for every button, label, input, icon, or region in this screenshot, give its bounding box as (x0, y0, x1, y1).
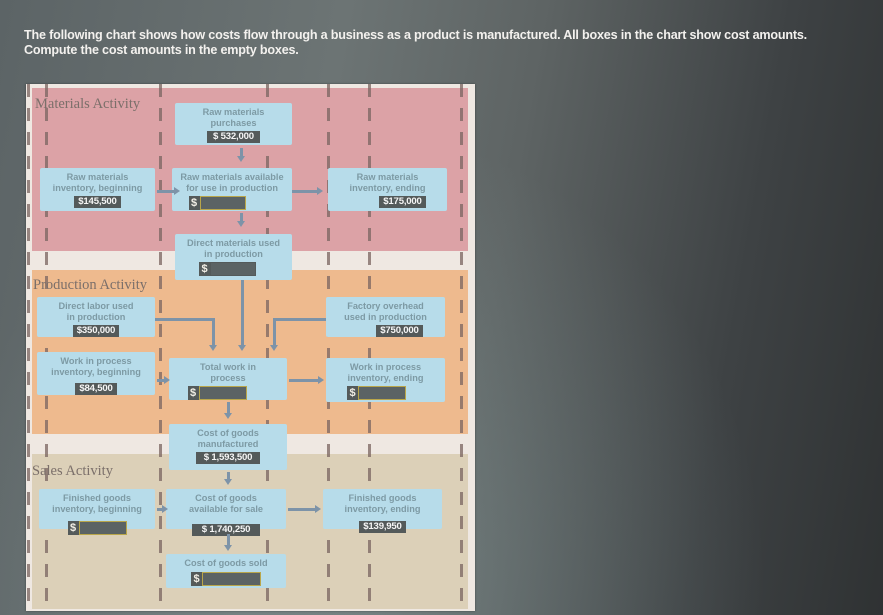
arrow-right-icon (289, 376, 324, 384)
dollar-sign: $ (67, 521, 79, 535)
arrow-right-icon (157, 187, 180, 195)
wip-beginning-value: $84,500 (75, 383, 117, 395)
cost-of-goods-sold-box: Cost of goods sold $ (166, 554, 286, 588)
arrow-down-icon (224, 402, 232, 419)
arrow-down-icon (224, 472, 232, 485)
connector-line (273, 318, 326, 321)
sales-activity-title: Sales Activity (32, 463, 113, 479)
ruled-line (460, 84, 463, 611)
raw-materials-purchases-value: $ 532,000 (207, 131, 260, 143)
dollar-sign: $ (188, 196, 200, 210)
total-wip-input[interactable] (198, 386, 247, 400)
wip-ending-input[interactable] (358, 386, 406, 400)
arrow-right-icon (288, 505, 321, 513)
cost-of-goods-sold-input[interactable] (202, 572, 261, 586)
cost-flow-chart: Materials Activity Production Activity S… (26, 84, 475, 611)
fg-ending-value: $139,950 (359, 521, 406, 533)
ruled-line (266, 84, 269, 611)
raw-materials-beginning-value: $145,500 (74, 196, 121, 208)
arrow-down-icon (237, 213, 245, 227)
materials-activity-title: Materials Activity (35, 96, 141, 112)
ruled-line (45, 84, 48, 611)
arrow-right-icon (157, 505, 168, 513)
arrow-down-icon (270, 318, 278, 351)
direct-labor-value: $350,000 (72, 325, 120, 337)
arrow-down-icon (238, 280, 246, 351)
instructions-line-1: The following chart shows how costs flow… (24, 28, 807, 42)
ruled-line (368, 84, 371, 611)
raw-materials-available-input[interactable] (199, 196, 246, 210)
dollar-sign: $ (199, 262, 210, 276)
arrow-right-icon (292, 187, 323, 195)
arrow-down-icon (237, 148, 245, 162)
ruled-line (27, 84, 30, 611)
arrow-right-icon (157, 376, 170, 384)
ruled-line (327, 84, 330, 611)
dollar-sign: $ (187, 386, 199, 400)
raw-materials-ending-value: $175,000 (379, 196, 426, 208)
arrow-down-icon (224, 534, 232, 551)
instructions-line-2: Compute the cost amounts in the empty bo… (24, 43, 299, 57)
arrow-down-icon (209, 318, 217, 351)
direct-materials-used-input[interactable] (210, 262, 256, 276)
dollar-sign: $ (191, 572, 202, 586)
fg-beginning-input[interactable] (78, 521, 127, 535)
ruled-line (159, 84, 162, 611)
instructions: The following chart shows how costs flow… (24, 28, 879, 58)
dollar-sign: $ (347, 386, 358, 400)
cost-of-goods-manufactured-value: $ 1,593,500 (195, 452, 261, 464)
connector-line (155, 318, 214, 321)
cost-of-goods-available-value: $ 1,740,250 (191, 524, 261, 536)
box-label: Cost of goods sold (184, 558, 268, 568)
factory-overhead-value: $750,000 (376, 325, 423, 337)
production-activity-title: Production Activity (33, 277, 147, 293)
